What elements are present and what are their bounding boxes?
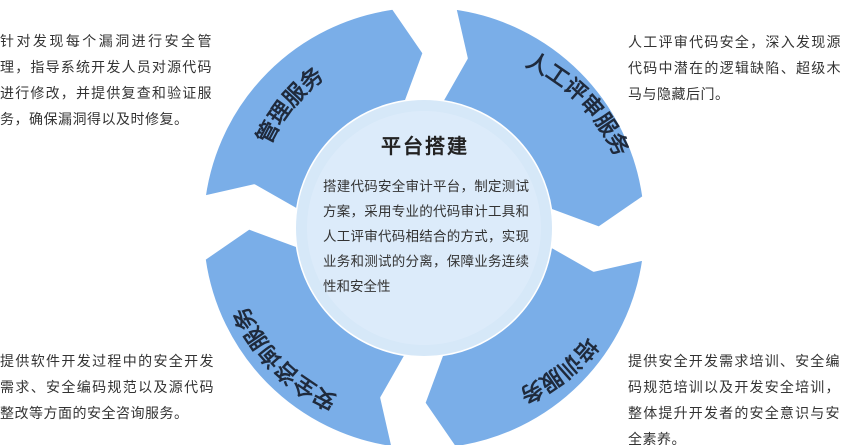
management-service-description: 针对发现每个漏洞进行安全管理，指导系统开发人员对源代码进行修改，并提供复查和验证… xyxy=(0,34,212,128)
center-description: 搭建代码安全审计平台，制定测试方案，采用专业的代码审计工具和人工评审代码相结合的… xyxy=(323,179,529,295)
center-circle xyxy=(307,111,541,345)
consulting-service-description: 提供软件开发过程中的安全开发需求、安全编码规范以及源代码整改等方面的安全咨询服务… xyxy=(0,354,214,422)
manual-review-description: 人工评审代码安全，深入发现源代码中潜在的逻辑缺陷、超级木马与隐藏后门。 xyxy=(628,35,841,103)
training-service-description: 提供安全开发需求培训、安全编码规范培训以及开发安全培训，整体提升开发者的安全意识… xyxy=(628,354,840,445)
center-title: 平台搭建 xyxy=(381,134,469,158)
